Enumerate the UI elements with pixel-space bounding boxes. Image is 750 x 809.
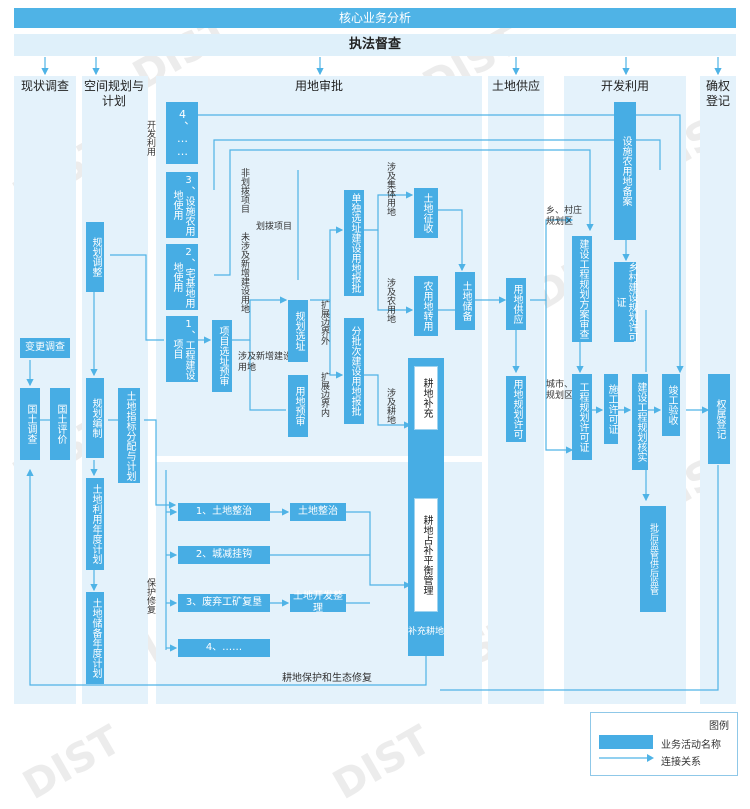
batch-box: 分批次建设用地报批	[344, 318, 364, 424]
supply-plan-box: 用地供应	[506, 278, 526, 330]
legend-title: 图例	[709, 721, 729, 732]
cultivated-label: 涉及耕地	[385, 388, 395, 424]
new-land-label: 涉及新增建设用地	[238, 352, 293, 373]
connector-lines	[26, 57, 722, 691]
planning-compile-box: 规划编制	[86, 378, 104, 458]
no-new-land-label: 未涉及新增建设用地	[239, 232, 249, 313]
farm-record-box: 设施农用地备案	[614, 102, 636, 240]
land-acquire-box: 土地征收	[414, 188, 438, 238]
land-transfer-box: 农用地转用	[414, 276, 438, 336]
p4-box: 4、……	[178, 639, 270, 657]
bottom-label: 耕地保护和生态修复	[282, 673, 372, 684]
column-header: 空间规划与计划	[84, 79, 145, 108]
balance-box: 耕地占补平衡管理	[414, 498, 438, 612]
village-plan-box: 乡村建设规划许可证	[614, 262, 637, 342]
inside-label: 扩展边界内	[319, 372, 329, 417]
section-divider	[156, 456, 482, 462]
item2-box: 2、宅基地用地使用	[166, 244, 198, 310]
huabo-label: 划拨项目	[256, 222, 293, 232]
kaifa-label: 开发利用	[145, 120, 155, 156]
farmland-use-label: 涉及农用地	[385, 278, 395, 323]
column-header: 现状调查	[20, 79, 69, 93]
item3-box: 3、设施农用地使用	[166, 172, 198, 238]
town-area-label: 城市、镇规划区内	[546, 380, 583, 401]
column-header: 土地供应	[491, 79, 540, 93]
legend-relation: 连接关系	[661, 757, 701, 768]
inspection-label-1: 批后监管	[648, 523, 658, 559]
legend-box-swatch	[599, 735, 653, 749]
supplement-label: 补充耕地	[408, 627, 445, 637]
construction-plan-box: 建设工程规划方案审查	[572, 236, 592, 342]
column-header: 开发利用	[600, 79, 649, 93]
build-permit-box: 施工许可证	[604, 374, 618, 444]
item4-box: 4、……	[166, 102, 198, 164]
p2-box: 2、城减挂钩	[178, 546, 270, 564]
land-survey-box: 国土调查	[20, 388, 40, 460]
eng-permit-box: 工程规划许可证	[572, 374, 592, 460]
page-title: 核心业务分析	[14, 8, 736, 28]
inspection-label-2: 供后监管	[648, 559, 658, 595]
item1-box: 1、工程建设项目	[166, 316, 198, 382]
land-reserve-box: 土地储备	[455, 272, 475, 330]
change-survey-box: 变更调查	[20, 338, 70, 358]
planning-adjust-box: 规划调整	[86, 222, 104, 292]
village-area-label: 乡、村庄规划区	[546, 206, 583, 227]
farmland-balance-block: 耕地补充 耕地占补平衡管理 补充耕地	[408, 358, 444, 656]
inspection-box: 批后监管供后监管	[640, 506, 666, 612]
legend-arrow-icon	[599, 754, 654, 762]
column-header: 确权登记	[705, 79, 730, 108]
planning-permit-box: 规划选址	[288, 300, 308, 362]
p1b-box: 土地整治	[290, 503, 346, 521]
p3-box: 3、废弃工矿复垦	[178, 594, 270, 612]
legend: 图例 业务活动名称 连接关系	[590, 712, 738, 776]
p3b-box: 土地开发整理	[290, 591, 346, 614]
reserve-plan-box: 土地储备年度计划	[86, 592, 104, 684]
collective-label: 涉及集体用地	[385, 162, 395, 216]
p1-box: 1、土地整治	[178, 503, 270, 521]
nonfarm-label: 非划拨项目	[239, 168, 249, 213]
farmland-comp-box: 耕地补充	[414, 366, 438, 430]
completion-box: 竣工验收	[662, 374, 680, 436]
column-header: 用地审批	[294, 79, 343, 93]
quota-box: 土地指标分配与计划	[118, 388, 140, 483]
protect-label: 保护修复	[145, 578, 155, 614]
build-verify-box: 建设工程规划核实	[632, 374, 648, 470]
single-batch-box: 单独选址建设用地报批	[344, 190, 364, 296]
alloc-box: 用地规划许可	[506, 376, 526, 442]
legend-business: 业务活动名称	[661, 740, 721, 751]
supervision-bar: 执法督查	[14, 34, 736, 56]
reg-box: 权属登记	[708, 374, 730, 464]
land-preaudit-box: 用地预审	[288, 375, 308, 437]
land-eval-box: 国土评价	[50, 388, 70, 460]
annual-plan-box: 土地利用年度计划	[86, 478, 104, 570]
outside-label: 扩展边界外	[319, 300, 329, 345]
project-preaudit-box: 项目选址预审	[212, 320, 232, 392]
